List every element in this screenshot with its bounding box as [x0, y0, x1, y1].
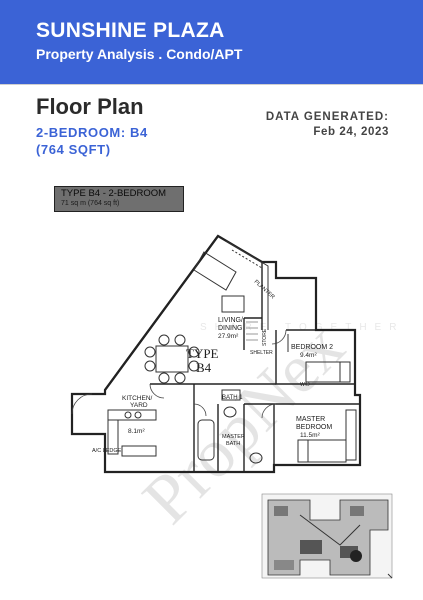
type-box-area: 71 sq m (764 sq ft) — [61, 200, 120, 207]
bedroom2-label: BEDROOM 2 — [291, 344, 333, 351]
bathroom-fixtures — [197, 389, 263, 464]
bedroom2-area: 9.4m² — [300, 352, 317, 359]
wd-label: W/D — [300, 382, 310, 388]
type-code: B4 — [196, 360, 212, 375]
unit-size: (764 SQFT) — [36, 142, 111, 157]
door-swings — [71, 329, 287, 419]
kitchen-area: 8.1m² — [128, 428, 145, 435]
store-label: STORE — [262, 328, 268, 346]
kitchen-label-2: YARD — [130, 402, 148, 409]
master-bed — [297, 409, 357, 463]
bath1-label: BATH 1 — [222, 395, 243, 401]
planter-label: PLANTER — [253, 279, 276, 300]
header-divider — [0, 84, 423, 85]
section-title: Floor Plan — [36, 94, 144, 119]
store-hatching — [246, 321, 258, 341]
master-bedroom-label: MASTER — [296, 416, 325, 423]
watermark-text: SHARE TOGETHER — [200, 322, 404, 333]
unit-description: 2-BEDROOM: B4 (764 SQFT) — [36, 124, 148, 158]
unit-type: 2-BEDROOM: B4 — [36, 125, 148, 140]
master-bath-label: MASTER — [222, 434, 245, 440]
master-bedroom-area: 11.5m² — [300, 432, 321, 439]
master-bath-label-2: BATH — [226, 441, 240, 447]
shelter-label: SHELTER — [250, 350, 273, 356]
dining-set — [144, 334, 200, 384]
unit-location-marker — [350, 550, 362, 562]
property-name: SUNSHINE PLAZA — [36, 19, 225, 42]
planter-strip — [225, 240, 269, 330]
type-label: TYPE — [186, 346, 219, 361]
unit-type-box: TYPE B4 - 2-BEDROOM 71 sq m (764 sq ft) — [54, 186, 184, 212]
kitchen-counter — [107, 409, 157, 457]
header-banner: SUNSHINE PLAZA Property Analysis . Condo… — [0, 0, 423, 84]
ac-ledge-label: A/C LEDGE — [92, 448, 122, 454]
data-generated-label: DATA GENERATED: — [265, 111, 389, 123]
living-area: 27.9m² — [218, 333, 239, 340]
living-sofa — [193, 251, 245, 313]
data-generated-date: Feb 24, 2023 — [313, 126, 389, 138]
property-subtitle: Property Analysis . Condo/APT — [36, 46, 243, 62]
living-label-2: DINING — [218, 325, 243, 332]
type-box-title: TYPE B4 - 2-BEDROOM — [61, 188, 167, 199]
kitchen-label: KITCHEN/ — [122, 395, 153, 402]
living-label: LIVING/ — [218, 317, 243, 324]
key-plan-thumbnail — [261, 493, 393, 579]
interior-walls — [150, 262, 360, 472]
master-bedroom-label-2: BEDROOM — [296, 424, 332, 431]
bedroom2-bed — [287, 334, 351, 383]
